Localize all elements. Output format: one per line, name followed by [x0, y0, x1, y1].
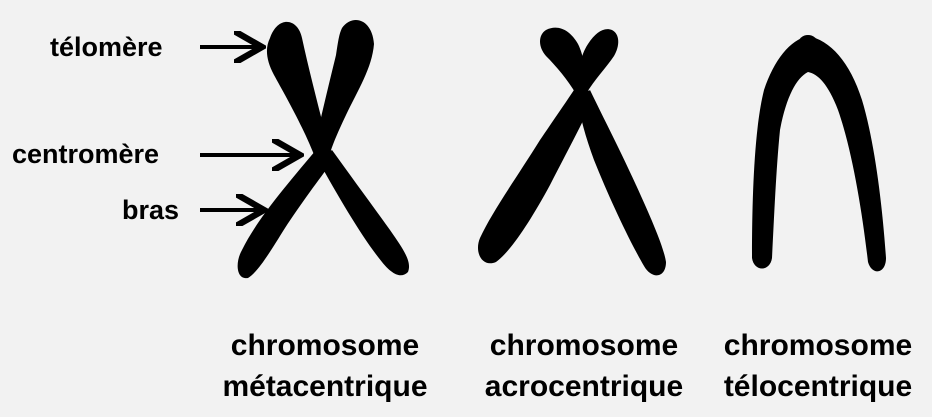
caption-metacentric-line1: chromosome [230, 329, 420, 362]
caption-metacentric-line2: métacentrique [222, 370, 428, 403]
telocentric-chromosome [752, 35, 886, 272]
caption-acrocentric-line2: acrocentrique [484, 370, 684, 403]
caption-telocentric: chromosome télocentrique [708, 325, 928, 407]
caption-acrocentric-line1: chromosome [489, 329, 679, 362]
caption-telocentric-line2: télocentrique [723, 370, 913, 403]
caption-telocentric-line1: chromosome [723, 329, 913, 362]
telocentric-arms [752, 36, 886, 272]
telocentric-centromere [798, 35, 818, 53]
acrocentric-centromere [577, 89, 591, 103]
acrocentric-chromosome [477, 27, 666, 276]
metacentric-arm-lower-left [237, 150, 332, 279]
acrocentric-long-arm-left [477, 90, 592, 264]
acrocentric-short-arm-left [540, 27, 586, 94]
caption-metacentric: chromosome métacentrique [215, 325, 435, 407]
arm-label: bras [122, 195, 180, 225]
acrocentric-short-arm-right [576, 29, 619, 95]
metacentric-arm-lower-right [318, 150, 410, 276]
metacentric-arm-upper-left [266, 21, 330, 161]
caption-acrocentric: chromosome acrocentrique [474, 325, 694, 407]
metacentric-chromosome [237, 20, 410, 279]
metacentric-centromere [314, 146, 332, 164]
acrocentric-long-arm-right [578, 90, 666, 276]
centromere-label: centromère [12, 139, 160, 169]
metacentric-arm-upper-right [314, 20, 374, 161]
telomere-label: télomère [50, 32, 163, 62]
